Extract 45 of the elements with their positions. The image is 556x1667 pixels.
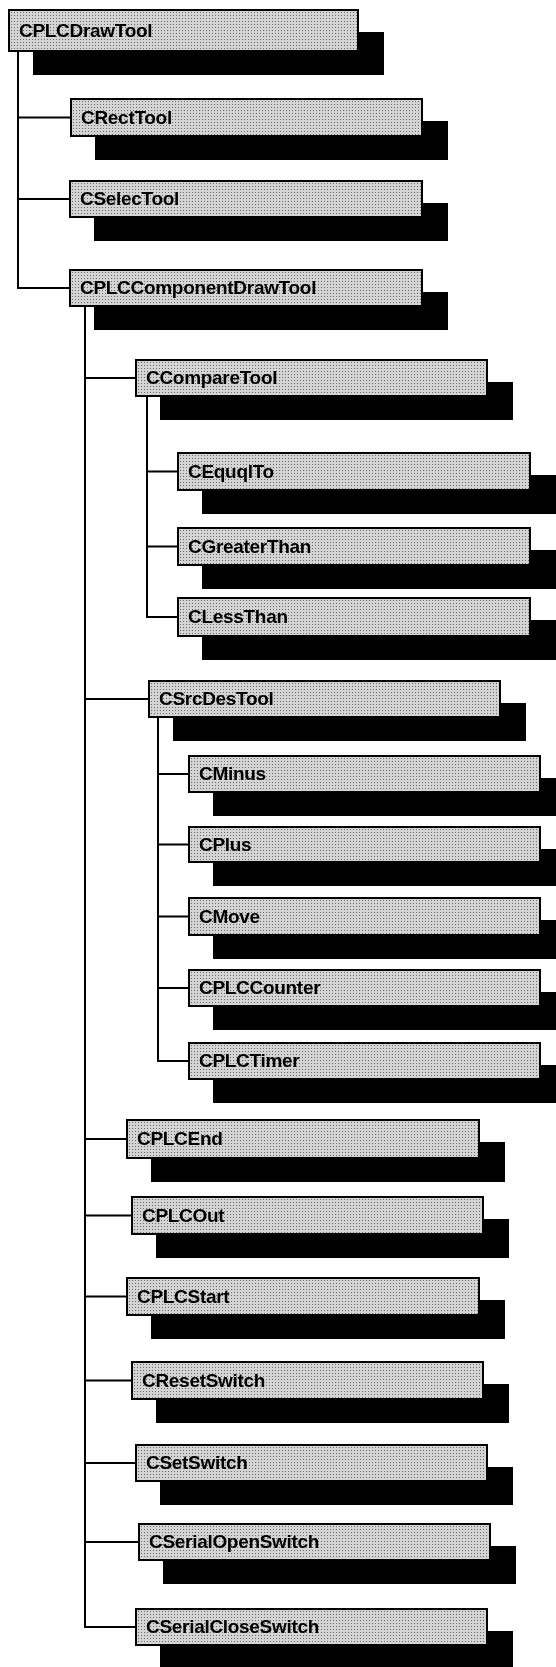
class-name: CLessThan	[188, 606, 288, 628]
class-box	[131, 1196, 484, 1235]
class-name: CEquqlTo	[188, 460, 274, 483]
class-name: CPLCComponentDrawTool	[80, 277, 317, 299]
class-name: CResetSwitch	[142, 1369, 266, 1392]
class-box	[188, 1042, 541, 1080]
class-name: CRectTool	[81, 106, 172, 129]
class-name: CPLCOut	[142, 1204, 225, 1227]
class-box	[138, 1523, 491, 1561]
class-name: CPLCTimer	[199, 1050, 300, 1072]
class-box	[188, 755, 541, 793]
class-name: CSrcDesTool	[159, 688, 274, 710]
class-name: CPLCStart	[137, 1285, 230, 1308]
class-name: CPLCEnd	[137, 1128, 223, 1150]
class-box	[131, 1361, 484, 1400]
connector-line	[146, 396, 178, 618]
class-name: CSerialCloseSwitch	[146, 1616, 320, 1638]
class-box	[188, 897, 541, 936]
class-box	[148, 680, 501, 718]
connector-line	[17, 51, 70, 289]
class-name: CPLCCounter	[199, 977, 321, 999]
class-name: CMinus	[199, 763, 266, 785]
class-box	[135, 1444, 488, 1482]
class-name: CPlus	[199, 833, 252, 856]
connector-line	[157, 717, 189, 1062]
class-box	[126, 1119, 480, 1159]
class-box	[188, 826, 541, 863]
class-box	[177, 527, 531, 566]
class-box	[188, 969, 541, 1007]
class-name: CMove	[199, 905, 260, 928]
class-box	[69, 269, 423, 307]
class-name: CCompareTool	[146, 367, 278, 389]
class-box	[70, 98, 423, 137]
class-box	[177, 452, 531, 491]
class-name: CSetSwitch	[146, 1452, 248, 1474]
class-box	[135, 359, 488, 397]
class-box	[8, 9, 359, 52]
class-name: CGreaterThan	[188, 535, 312, 558]
class-box	[126, 1277, 480, 1316]
class-name: CPLCDrawTool	[19, 19, 153, 42]
class-name: CSerialOpenSwitch	[149, 1531, 320, 1553]
class-name: CSelecTool	[80, 188, 180, 210]
class-box	[177, 597, 531, 637]
class-box	[69, 180, 423, 218]
class-box	[135, 1608, 488, 1646]
